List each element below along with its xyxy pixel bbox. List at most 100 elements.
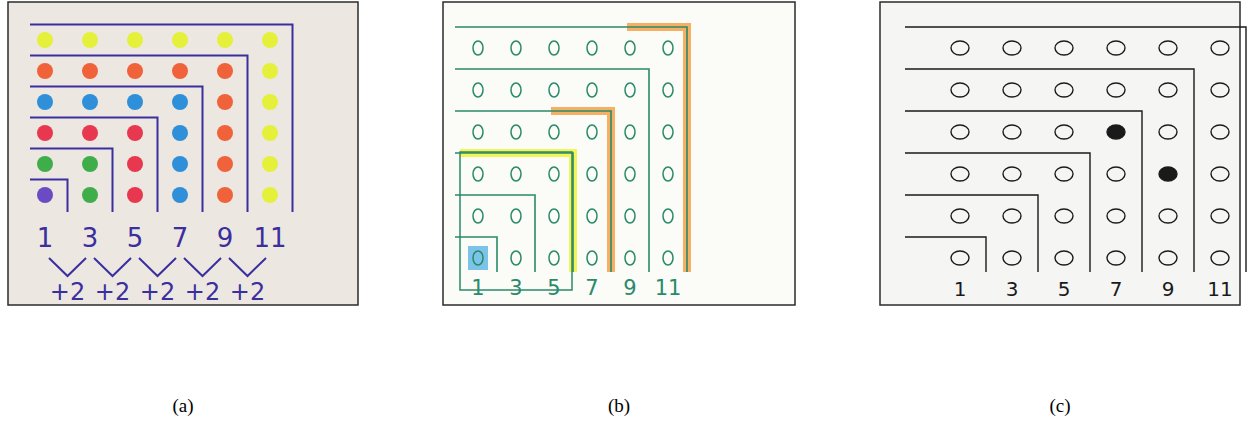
colored-dot — [172, 156, 188, 172]
hollow-dot — [587, 41, 597, 55]
odd-number: 7 — [172, 225, 189, 251]
hollow-dot — [951, 251, 969, 265]
gnomon-divider — [30, 149, 113, 213]
colored-dot — [262, 187, 278, 203]
hollow-dot — [511, 251, 521, 265]
hollow-dot — [1211, 167, 1229, 181]
odd-number: 1 — [37, 225, 54, 251]
odd-number: 11 — [253, 225, 286, 251]
hollow-dot — [663, 167, 673, 181]
hollow-dot — [1211, 209, 1229, 223]
hollow-dot — [511, 125, 521, 139]
odd-number: 11 — [1207, 279, 1232, 299]
colored-dot — [82, 125, 98, 141]
colored-dot — [262, 156, 278, 172]
hollow-dot — [663, 125, 673, 139]
gnomon-divider — [905, 195, 1038, 272]
colored-dot — [217, 32, 233, 48]
hollow-dot — [1055, 83, 1073, 97]
gnomon-divider — [455, 153, 573, 272]
colored-dot — [82, 63, 98, 79]
odd-number: 5 — [547, 278, 560, 299]
hollow-dot — [587, 83, 597, 97]
gnomon-divider — [455, 237, 497, 272]
odd-number: 3 — [1006, 279, 1019, 299]
hollow-dot — [663, 251, 673, 265]
odd-number: 7 — [1110, 279, 1123, 299]
hollow-dot — [473, 41, 483, 55]
panel-a-drawing — [30, 25, 293, 277]
gnomon-divider — [30, 87, 203, 213]
hollow-dot — [1055, 209, 1073, 223]
hollow-dot — [587, 209, 597, 223]
hollow-dot — [1107, 251, 1125, 265]
colored-dot — [217, 63, 233, 79]
hollow-dot — [625, 41, 635, 55]
hollow-dot — [663, 41, 673, 55]
colored-dot — [37, 156, 53, 172]
hollow-dot — [549, 125, 559, 139]
colored-dot — [82, 156, 98, 172]
colored-dot — [262, 94, 278, 110]
hollow-dot — [511, 83, 521, 97]
hollow-dot — [473, 167, 483, 181]
hollow-dot — [625, 83, 635, 97]
hollow-dot — [663, 209, 673, 223]
gnomon-divider — [30, 25, 293, 213]
hollow-dot — [1107, 83, 1125, 97]
colored-dot — [172, 125, 188, 141]
hollow-dot — [625, 167, 635, 181]
hollow-dot — [1107, 209, 1125, 223]
hollow-dot — [1211, 251, 1229, 265]
hollow-dot — [1159, 209, 1177, 223]
colored-dot — [217, 125, 233, 141]
panel-caption: (c) — [1049, 396, 1070, 415]
panel-b-drawing — [455, 27, 687, 290]
colored-dot — [172, 32, 188, 48]
hollow-dot — [1055, 167, 1073, 181]
odd-number: 3 — [82, 225, 99, 251]
hollow-dot — [951, 209, 969, 223]
hollow-dot — [549, 209, 559, 223]
odd-number: 9 — [623, 278, 636, 299]
difference-label: +2 — [230, 280, 265, 304]
hollow-dot — [549, 167, 559, 181]
hollow-dot — [663, 83, 673, 97]
hollow-dot — [1055, 125, 1073, 139]
colored-dot — [37, 125, 53, 141]
hollow-dot — [511, 209, 521, 223]
panel-frame — [443, 2, 795, 305]
odd-number: 5 — [127, 225, 144, 251]
hollow-dot — [951, 125, 969, 139]
hollow-dot — [1003, 209, 1021, 223]
hollow-dot — [1159, 41, 1177, 55]
panel-caption: (a) — [172, 396, 193, 415]
gnomon-divider — [905, 153, 1090, 272]
hollow-dot — [549, 83, 559, 97]
gnomon-divider — [455, 27, 687, 272]
hollow-dot — [1003, 251, 1021, 265]
hollow-dot — [1003, 125, 1021, 139]
colored-dot — [262, 32, 278, 48]
hollow-dot — [587, 251, 597, 265]
gnomon-divider — [905, 69, 1194, 272]
gnomon-divider — [30, 118, 158, 213]
colored-dot — [217, 94, 233, 110]
hollow-dot — [1211, 83, 1229, 97]
gnomon-divider — [30, 56, 248, 213]
gnomon-divider — [30, 180, 68, 213]
hollow-dot — [1159, 83, 1177, 97]
colored-dot — [127, 94, 143, 110]
gnomon-divider — [455, 195, 535, 272]
colored-dot — [127, 63, 143, 79]
panel-caption: (b) — [608, 396, 630, 415]
colored-dot — [172, 63, 188, 79]
v-mark — [49, 258, 86, 276]
hollow-dot — [587, 125, 597, 139]
hollow-dot — [587, 167, 597, 181]
odd-number: 1 — [954, 279, 967, 299]
v-mark — [139, 258, 176, 276]
gnomon-divider — [905, 111, 1142, 272]
